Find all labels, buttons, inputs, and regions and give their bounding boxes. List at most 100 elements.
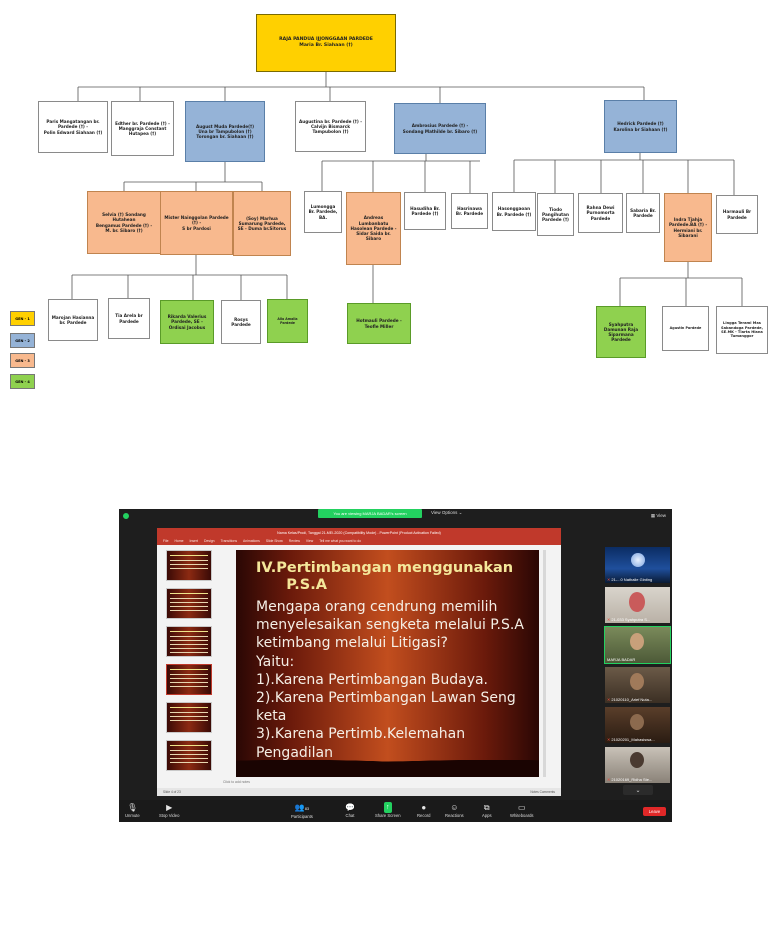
ppt-menu-transitions[interactable]: Transitions	[220, 539, 238, 543]
participant-tile-active-speaker[interactable]: MARJA BADAR	[604, 626, 671, 664]
video-camera-icon: ▶	[166, 803, 173, 812]
mic-muted-icon: ✕	[607, 577, 611, 582]
participant-video-strip: ✕21-...0 Nathalie Ginting ✕21-033 Syahpu…	[604, 547, 671, 797]
view-button[interactable]: ▦ View	[650, 513, 666, 518]
tree-node-gen3-lumongga: Lumongga Br. Pardede, BA.	[304, 191, 342, 233]
tree-node-gen2-august: August Muda Pardede(†) Una br Tampubolon…	[185, 101, 265, 162]
tree-node-gen3-hasolean: Andreas Lumbanbatu Hasolean Pardede - Si…	[346, 192, 401, 265]
tree-node-gen3-rahna: Rahna Dewi Purnomorta Pardede	[578, 193, 623, 233]
tree-node-gen4-agustin: Agustin Pardede	[662, 306, 709, 351]
whiteboard-icon: ▭	[517, 803, 526, 812]
tree-node-gen4-tia: Tia Arela br Pardede	[108, 298, 150, 339]
ppt-menu-file[interactable]: File	[163, 539, 169, 543]
ppt-menu-view[interactable]: View	[305, 539, 314, 543]
mic-muted-icon: ✕	[607, 617, 611, 622]
avatar	[629, 592, 645, 612]
tree-node-gen3-tiodo: Tiodo Pangihutan Pardede (†)	[537, 193, 574, 236]
mic-muted-icon: ✕	[607, 697, 611, 702]
avatar	[630, 752, 644, 768]
avatar	[631, 553, 645, 567]
tree-node-gen2-hedrick: Hedrick Pardede (†) Karolina br Siahaan …	[604, 100, 677, 153]
tree-node-gen4-rikarda: Rikarda Valerius Pardede, SE - Ordisai J…	[160, 300, 214, 344]
stop-video-button[interactable]: ▶ Stop Video	[159, 803, 180, 818]
slide-thumbnail[interactable]	[160, 740, 212, 772]
ppt-menu-design[interactable]: Design	[204, 539, 215, 543]
legend-gen-1: GEN - 1	[10, 311, 35, 326]
tree-node-gen3-mister: Mister Nainggolan Pardede (†) - S br Par…	[160, 191, 233, 255]
record-button[interactable]: ● Record	[417, 803, 431, 818]
reactions-button[interactable]: ☺ Reactions	[445, 803, 464, 818]
avatar	[630, 633, 644, 650]
participant-tile[interactable]: ✕21020169_Ridha Ste...	[605, 747, 670, 783]
mic-muted-icon: ✕	[607, 737, 611, 742]
status-right[interactable]: Notes Comments	[530, 790, 555, 794]
smiley-icon: ☺	[450, 803, 459, 812]
tree-node-gen4-syahputra: Syahputra Damunan Raja Siparmana Pardede	[596, 306, 646, 358]
slide-title: IV.Pertimbangan menggunakan P.S.A	[256, 560, 514, 593]
tree-node-gen4-marojan: Marojan Hasianna br. Pardede	[48, 299, 98, 341]
microphone-muted-icon: 🎙	[127, 803, 138, 812]
whiteboards-button[interactable]: ▭ Whiteboards	[510, 803, 534, 818]
participant-tile[interactable]: ✕21-033 Syahputra S...	[605, 587, 670, 623]
tree-node-gen2-edther: Edther br. Pardede (†) - Manggraja Const…	[111, 101, 174, 156]
participants-button[interactable]: 👥83 Participants	[291, 803, 313, 819]
ppt-status-bar: Slide 4 of 23 Notes Comments	[157, 788, 561, 796]
avatar	[630, 714, 644, 730]
unmute-button[interactable]: 🎙 Unmute	[125, 803, 140, 818]
tree-node-gen3-harmauli: Harmauli Br Pardede	[716, 195, 758, 234]
ppt-menu-review[interactable]: Review	[288, 539, 300, 543]
tree-node-gen2-augustina: Augustina br. Pardede (†) - Calvijn Bism…	[295, 101, 366, 152]
participants-icon: 👥83	[294, 803, 310, 812]
slide-thumbnail-active[interactable]	[160, 664, 212, 696]
tree-node-gen2-ambrosius: Ambrosius Pardede (†) - Sondang Mathilde…	[394, 103, 486, 154]
participant-tile[interactable]: ✕21-...0 Nathalie Ginting	[605, 547, 670, 583]
apps-button[interactable]: ⧉ Apps	[482, 803, 492, 818]
ppt-menu-slideshow[interactable]: Slide Show	[265, 539, 283, 543]
family-tree: RAJA PANDUA IJJONGGAAN PARDEDE Maria Br.…	[0, 0, 768, 400]
legend-gen-4: GEN - 4	[10, 374, 35, 389]
ppt-title-bar: Nama Kelas/Prodi, Tanggal 21-MEI-2020 (C…	[157, 528, 561, 537]
ppt-menu-animations[interactable]: Animations	[243, 539, 260, 543]
leave-button[interactable]: Leave	[643, 807, 666, 816]
tree-node-gen3-marhua: (Soy) Marhua Sumarung Pardede, SE - Duma…	[233, 191, 291, 256]
share-screen-button[interactable]: ↑ Share Screen	[375, 802, 401, 818]
slide-thumbnail[interactable]	[160, 702, 212, 734]
screen-share-banner: You are viewing MARJA BADAR's screen	[318, 509, 422, 518]
legend-gen-3: GEN - 3	[10, 353, 35, 368]
tree-node-gen4-lingga: Lingga Terami Mas Sabandoga Pardede, SE.…	[716, 306, 768, 354]
tree-node-gen3-hasonggaoan: Hasonggaoan Br. Pardede (†)	[492, 192, 536, 231]
record-icon: ●	[421, 803, 427, 812]
apps-icon: ⧉	[483, 803, 490, 812]
ppt-tell-me[interactable]: Tell me what you want to do	[319, 539, 362, 543]
view-options-button[interactable]: View Options ⌄	[431, 510, 463, 515]
tree-node-gen4-hotmauli: Hotmauli Pardede - Teofle Miller	[347, 303, 411, 344]
participant-tile[interactable]: ✕21020110_Arief Nuta...	[605, 667, 670, 703]
tree-node-gen3-hasrinawa: Hasrinawa Br. Pardede	[451, 193, 488, 229]
legend-gen-2: GEN - 2	[10, 333, 35, 348]
avatar	[630, 673, 644, 690]
ppt-ribbon-menu: File Home Insert Design Transitions Anim…	[157, 537, 561, 545]
zoom-security-icon[interactable]	[123, 513, 129, 519]
ppt-menu-insert[interactable]: Insert	[189, 539, 198, 543]
tree-node-gen4-alia: Alia Amalia Pardede	[267, 299, 308, 343]
slide-thumbnails-pane	[160, 550, 212, 785]
notes-placeholder[interactable]: Click to add notes	[223, 780, 250, 784]
slide-thumbnail[interactable]	[160, 588, 212, 620]
slide-thumbnail[interactable]	[160, 626, 212, 658]
chat-bubble-icon: 💬	[345, 803, 355, 812]
chat-button[interactable]: 💬 Chat	[345, 803, 355, 818]
mic-muted-icon: ✕	[607, 777, 611, 782]
slide-thumbnail[interactable]	[160, 550, 212, 582]
tree-node-root: RAJA PANDUA IJJONGGAAN PARDEDE Maria Br.…	[256, 14, 396, 72]
ppt-menu-home[interactable]: Home	[174, 539, 184, 543]
more-participants-chevron-down-icon[interactable]: ⌄	[623, 785, 653, 795]
slide-body: Mengapa orang cendrung memilih menyelesa…	[256, 599, 524, 761]
slide-scrollbar[interactable]	[543, 550, 546, 777]
tree-node-gen3-sabaria: Sabaria Br. Pardede	[626, 193, 660, 233]
tree-node-gen2-paris: Paris Mangatangan br. Pardede (†) - Poli…	[38, 101, 108, 153]
zoom-meeting-window: You are viewing MARJA BADAR's screen Vie…	[119, 509, 672, 822]
zoom-toolbar: 🎙 Unmute ▶ Stop Video 👥83 Participants 💬…	[119, 800, 672, 822]
tree-node-gen3-hasudiha: Hasudiha Br. Pardede (†)	[404, 192, 446, 230]
participant-tile[interactable]: ✕21020201_Mahasiswa...	[605, 707, 670, 743]
tree-node-gen3-indra: Indra Tjahja Pardede.BA (†) - Hermiani b…	[664, 193, 712, 262]
